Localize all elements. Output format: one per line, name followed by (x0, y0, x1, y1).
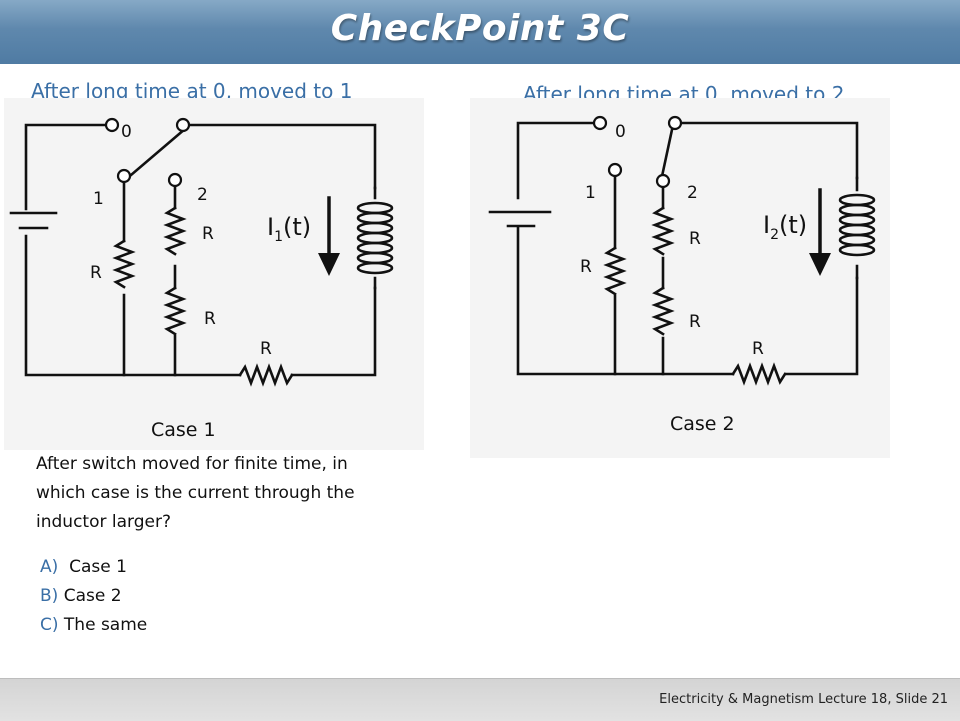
choice-b[interactable]: B) Case 2 (40, 582, 147, 611)
current-label: I2(t) (763, 211, 807, 243)
label-r-branch-2-bottom: R (689, 312, 701, 332)
choice-c-text: The same (63, 615, 148, 635)
inductor-coil (838, 243, 876, 257)
answer-choices: A) Case 1 B) Case 2 C) The same (40, 553, 147, 640)
terminal-0 (592, 115, 608, 131)
terminal-2 (167, 172, 183, 188)
choice-a-text: Case 1 (69, 557, 127, 577)
label-terminal-2: 2 (687, 183, 698, 203)
resistor-branch-2-top (163, 206, 187, 256)
resistor-branch-1 (112, 239, 136, 289)
label-terminal-2: 2 (197, 185, 208, 205)
resistor-bottom (238, 363, 294, 387)
resistor-branch-1 (603, 246, 627, 296)
label-r-bottom: R (752, 339, 764, 359)
current-label: I1(t) (267, 213, 311, 245)
circuit-wires (24, 123, 377, 377)
resistor-branch-2-top (651, 206, 675, 256)
choice-a-letter: A) (40, 557, 59, 577)
slide-title: CheckPoint 3C (330, 8, 630, 49)
current-arrow-head (809, 253, 831, 276)
label-r-branch-1: R (580, 257, 592, 277)
circuit-wires (516, 121, 859, 376)
choice-b-text: Case 2 (63, 586, 122, 606)
label-terminal-1: 1 (585, 183, 596, 203)
switch-pivot (667, 115, 683, 131)
choice-c-letter: C) (40, 615, 59, 635)
terminal-1 (116, 168, 132, 184)
choice-c[interactable]: C) The same (40, 611, 147, 640)
resistor-branch-2-bottom (163, 286, 187, 336)
circuit-case-2: 0 1 2 R R R R I2(t) Case 2 (470, 98, 890, 458)
label-terminal-0: 0 (615, 122, 626, 142)
title-bar: CheckPoint 3C (0, 0, 960, 64)
choice-a[interactable]: A) Case 1 (40, 553, 147, 582)
current-arrow-head (318, 253, 340, 276)
label-terminal-1: 1 (93, 189, 104, 209)
switch-pivot (175, 117, 191, 133)
terminal-1 (607, 162, 623, 178)
footer-text: Electricity & Magnetism Lecture 18, Slid… (659, 692, 948, 707)
terminal-2 (655, 173, 671, 189)
case-2-caption: Case 2 (670, 413, 735, 435)
terminal-0 (104, 117, 120, 133)
circuit-background (4, 98, 424, 450)
label-r-branch-2-bottom: R (204, 309, 216, 329)
switch-blade (122, 127, 187, 183)
choice-b-letter: B) (40, 586, 59, 606)
label-r-branch-2-top: R (689, 229, 701, 249)
label-r-bottom: R (260, 339, 272, 359)
footer-bar: Electricity & Magnetism Lecture 18, Slid… (0, 678, 960, 721)
label-terminal-0: 0 (121, 122, 132, 142)
resistor-bottom (731, 362, 787, 386)
question-text: After switch moved for finite time, in w… (36, 454, 355, 532)
circuit-background (470, 98, 890, 458)
resistor-branch-2-bottom (651, 286, 675, 336)
circuit-case-1: 0 1 2 R R R R I1(t) Case 1 (4, 98, 424, 450)
switch-blade (659, 123, 675, 183)
case-1-caption: Case 1 (151, 419, 216, 441)
label-r-branch-1: R (90, 263, 102, 283)
inductor-coil (356, 261, 394, 275)
label-r-branch-2-top: R (202, 224, 214, 244)
